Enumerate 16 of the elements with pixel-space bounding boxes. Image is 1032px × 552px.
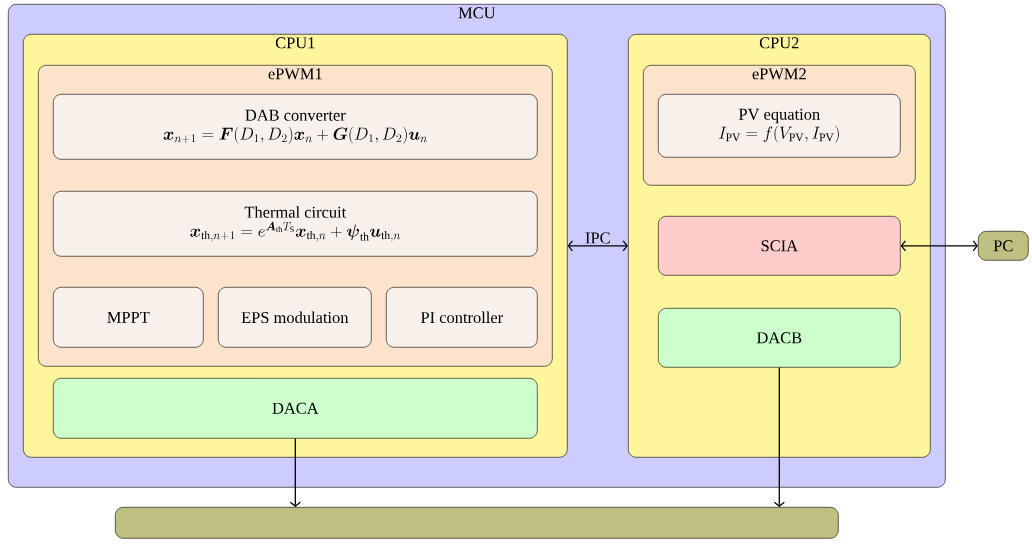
process-box: Thermal circuit $\boldsymbol{x}_{\mathrm{th},n+1} = e^{\boldsymbol{A}_{\mathrm{th}} T_{\mathrm{S}}}\boldsymbol{x}_{\mathrm{th},n} + \boldsymbol{\psi}_{\mathrm{th}}\boldsymbol{u}_{\mathrm{th},n}$: [53, 191, 538, 257]
process-box: MPPT: [53, 287, 204, 348]
display-box: [115, 507, 839, 539]
process-box: DACA: [53, 378, 538, 439]
process-box: PC: [978, 231, 1029, 261]
arrow: [773, 366, 785, 507]
process-box: DAB converter $\boldsymbol{x}_{n+1} = \boldsymbol{F}(D_1, D_2)\boldsymbol{x}_n + \boldsymbol{G}(D_1, D_2)\boldsymbol{u}_n$: [53, 94, 538, 160]
process-box: SCIA: [658, 216, 901, 276]
process-box: PI controller: [386, 287, 538, 348]
arrow: [289, 437, 301, 507]
edge-label: IPC: [585, 232, 610, 244]
process-box: EPS modulation: [218, 287, 372, 348]
arrow: [900, 240, 978, 252]
process-box: PV equation $I_{\mathrm{PV}} = f(V_{\mathrm{PV}}, I_{\mathrm{PV}})$: [658, 94, 901, 158]
process-box: DACB: [658, 308, 901, 368]
arrow: [567, 240, 628, 252]
